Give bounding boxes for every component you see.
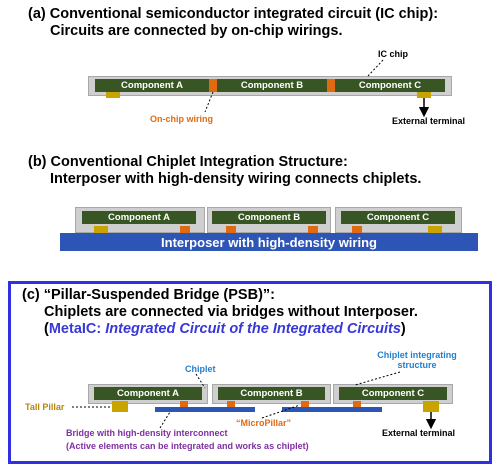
section-c-title-line3: (MetaIC: Integrated Circuit of the Integ… — [22, 321, 418, 338]
section-b-component-c: Component C — [341, 211, 455, 224]
chiplet-integrating-leader — [354, 371, 401, 386]
terminal-right — [417, 92, 431, 98]
component-label: Component A — [121, 80, 183, 91]
component-label: Component B — [237, 212, 301, 223]
metaic-label: MetaIC: — [48, 321, 102, 337]
component-label: Component B — [240, 80, 304, 91]
on-chip-wiring-leader — [204, 91, 214, 113]
micropillar-label: “MicroPillar” — [236, 418, 292, 428]
section-c-title: (c) “Pillar-Suspended Bridge (PSB)”: Chi… — [22, 287, 418, 338]
bump-b2 — [180, 226, 190, 233]
section-c-component-b: Component B — [218, 387, 325, 400]
bridge-label-line2: (Active elements can be integrated and w… — [66, 441, 309, 451]
section-b-title-line2: Interposer with high-density wiring conn… — [50, 171, 422, 187]
section-c-component-c: Component C — [339, 387, 447, 400]
metaic-description: Integrated Circuit of the Integrated Cir… — [105, 321, 401, 337]
external-terminal-label-a: External terminal — [392, 116, 466, 126]
section-b-title-line1: (b) Conventional Chiplet Integration Str… — [28, 154, 348, 170]
paren-open: ( — [44, 321, 49, 337]
on-chip-wiring-label: On-chip wiring — [150, 114, 213, 124]
on-chip-wiring-1 — [209, 79, 217, 92]
psb-frame — [8, 281, 492, 464]
external-terminal-label-c: External terminal — [382, 428, 456, 438]
micropillar-2 — [227, 401, 235, 407]
section-a-title-line1: (a) Conventional semiconductor integrate… — [28, 6, 439, 22]
micropillar-4 — [353, 401, 361, 407]
section-b-title: (b) Conventional Chiplet Integration Str… — [28, 154, 421, 188]
section-c-title-line1: (c) “Pillar-Suspended Bridge (PSB)”: — [22, 287, 275, 303]
tall-pillar-label: Tall Pillar — [25, 402, 65, 412]
terminal-left — [106, 92, 120, 98]
section-a-component-a: Component A — [95, 79, 209, 92]
component-label: Component C — [358, 80, 422, 91]
section-a-component-c: Component C — [335, 79, 445, 92]
section-a-component-b: Component B — [217, 79, 327, 92]
tall-pillar-right — [423, 401, 439, 412]
component-label: Component A — [108, 212, 170, 223]
bridge-1 — [155, 407, 255, 412]
bridge-2 — [282, 407, 382, 412]
section-a-title: (a) Conventional semiconductor integrate… — [28, 6, 438, 40]
paren-close: ) — [400, 321, 406, 337]
interposer-label: Interposer with high-density wiring — [161, 234, 377, 250]
tall-pillar-left — [112, 401, 128, 412]
chiplet-integrating-line2: structure — [397, 360, 437, 370]
on-chip-wiring-2 — [327, 79, 335, 92]
micropillar-leader — [261, 404, 301, 419]
chiplet-leader — [195, 373, 206, 389]
chiplet-label: Chiplet — [185, 364, 216, 374]
bump-b4 — [308, 226, 318, 233]
bump-b1 — [94, 226, 108, 233]
ic-chip-label: IC chip — [378, 49, 409, 59]
bridge-label-line1: Bridge with high-density interconnect — [66, 428, 228, 438]
component-label: Component B — [240, 388, 303, 399]
section-c-component-a: Component A — [94, 387, 202, 400]
bridge-leader — [159, 411, 171, 429]
bump-b5 — [352, 226, 362, 233]
component-label: Component C — [361, 388, 425, 399]
section-a-title-line2: Circuits are connected by on-chip wiring… — [50, 23, 343, 39]
micropillar-1 — [180, 401, 188, 407]
bump-b6 — [428, 226, 442, 233]
component-label: Component C — [366, 212, 430, 223]
bump-b3 — [226, 226, 236, 233]
chiplet-integrating-line1: Chiplet integrating — [377, 350, 457, 360]
section-b-component-a: Component A — [82, 211, 196, 224]
section-b-component-b: Component B — [212, 211, 326, 224]
chiplet-integrating-label: Chiplet integrating structure — [372, 350, 462, 370]
component-label: Component A — [117, 388, 179, 399]
ic-chip-leader — [367, 59, 384, 77]
micropillar-3 — [301, 401, 309, 407]
interposer: Interposer with high-density wiring — [60, 233, 478, 251]
section-c-title-line2: Chiplets are connected via bridges witho… — [44, 304, 418, 320]
